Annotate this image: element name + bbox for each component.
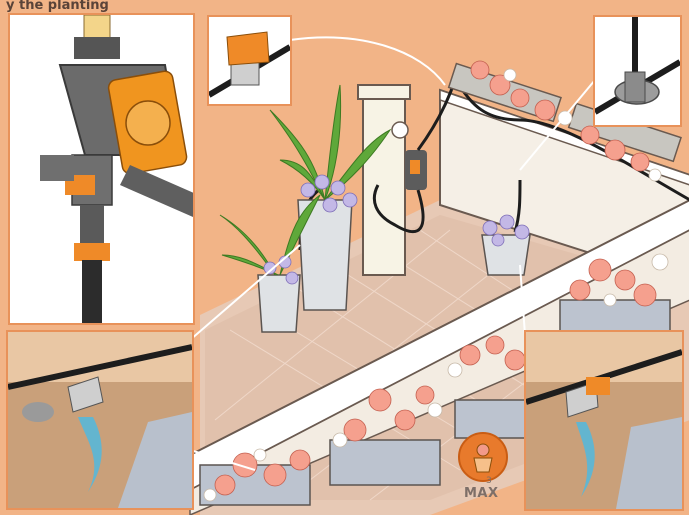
- connector-panel: [593, 15, 682, 127]
- connector-icon: [595, 17, 680, 125]
- max-label: MAX: [464, 486, 499, 501]
- dripper-soil-panel-right: [524, 330, 684, 511]
- dripper-closeup-icon-right: [526, 332, 682, 509]
- water-timer-icon: [10, 15, 193, 323]
- planter-icon: [460, 434, 506, 480]
- dripper-panel: [207, 15, 292, 106]
- max-badge: [458, 432, 508, 482]
- dripper-closeup-icon: [8, 332, 192, 508]
- water-timer-on-post: [405, 150, 427, 190]
- water-post: [358, 85, 410, 275]
- flower-icon: [477, 444, 489, 456]
- max-number: 3: [486, 476, 492, 486]
- dripper-soil-panel-left: [6, 330, 194, 510]
- water-timer-panel: [8, 13, 195, 325]
- dripper-icon: [209, 17, 290, 104]
